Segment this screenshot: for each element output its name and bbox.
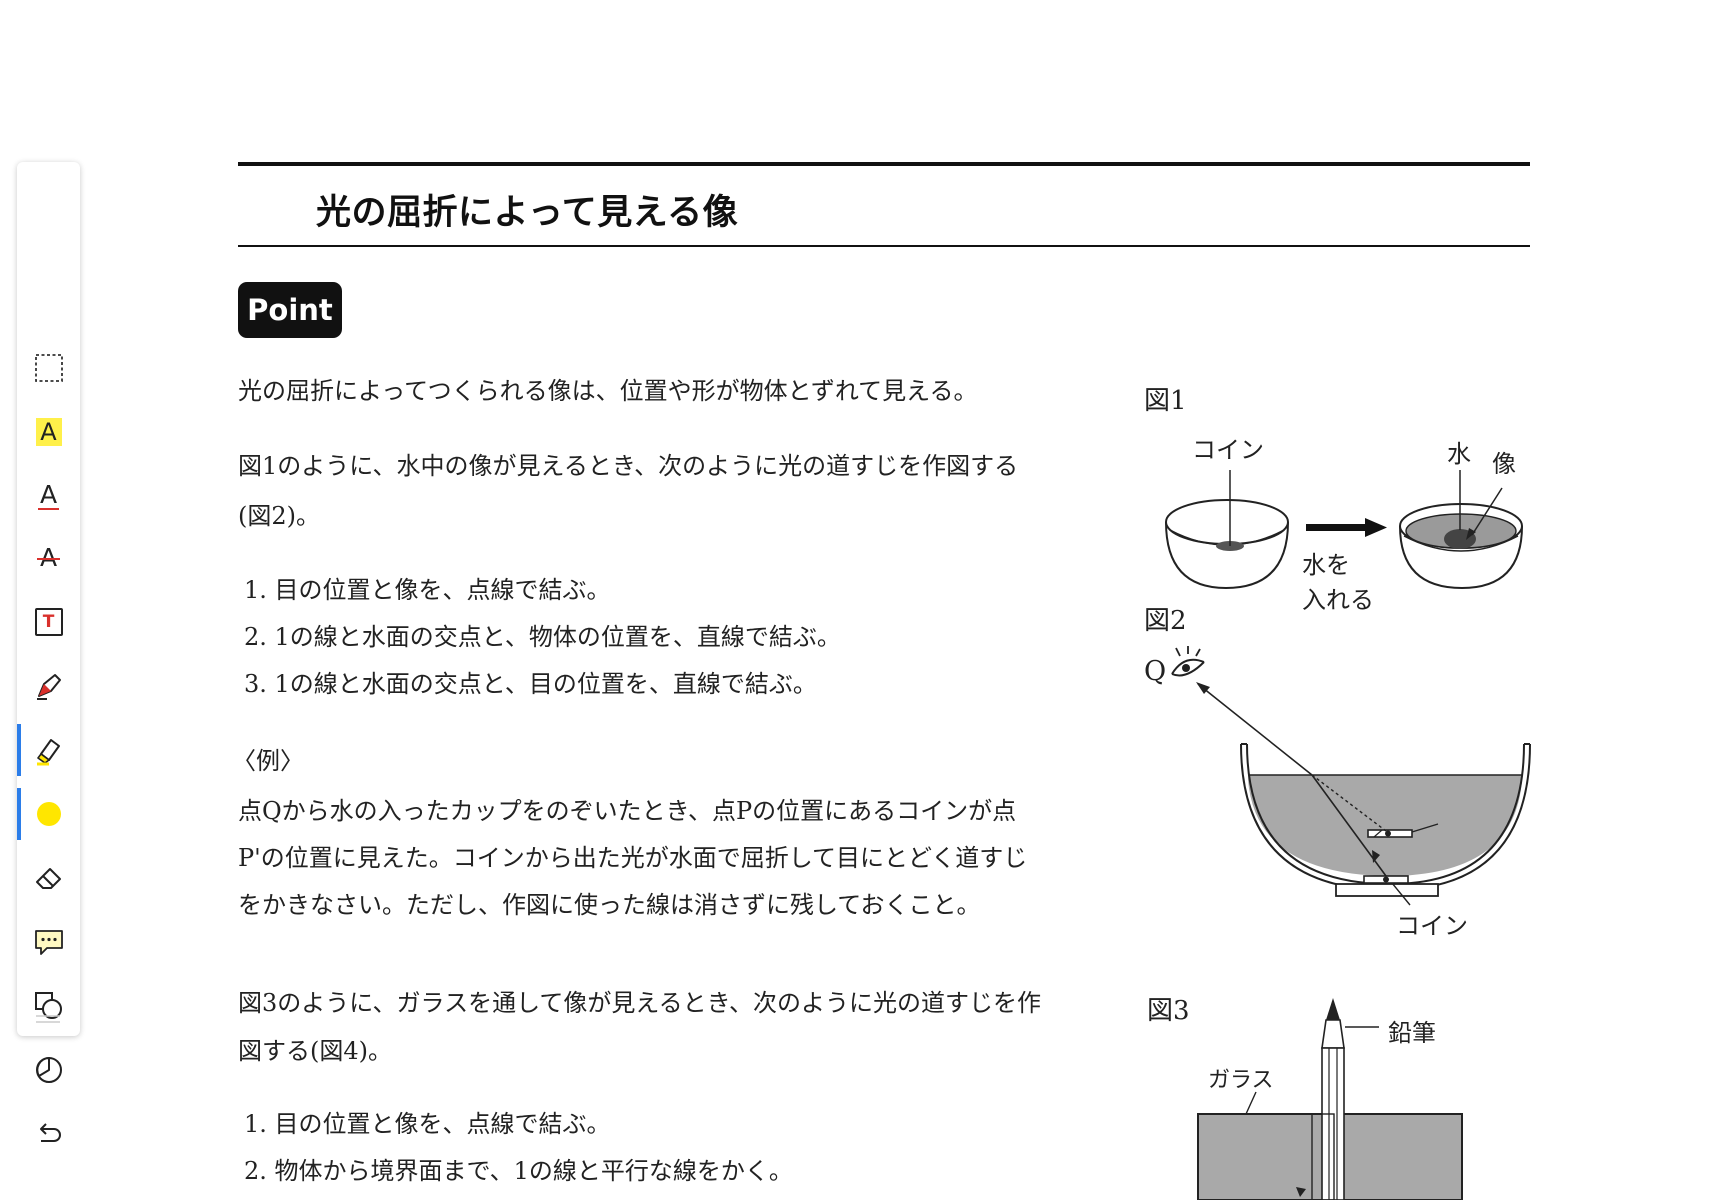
strike-letter: A [40,543,57,572]
text-strikethrough-tool[interactable]: A [17,532,80,584]
pencil-icon [1326,998,1340,1020]
undo-button[interactable] [17,1108,80,1160]
list-item: 1. 目の位置と像を、点線で結ぶ。 [244,576,611,604]
pen-tool[interactable] [17,660,80,712]
figure-1-arrow-text-2: 入れる [1302,586,1374,614]
page-title: 光の屈折によって見える像 [316,193,739,233]
title-bottom-rule [238,245,1530,247]
figure-3-drawing [1197,998,1463,1200]
comment-icon [34,930,63,955]
text-box-icon: T [34,608,63,636]
title-top-rule [238,162,1530,166]
figure-1-water-label: 水 [1447,440,1471,468]
steps-list-2: 1. 目の位置と像を、点線で結ぶ。 2. 物体から境界面まで、1の線と平行な線を… [244,1101,793,1195]
figure-2-label: 図2 [1144,606,1187,636]
example-line-2: P'の位置に見えた。コインから出た光が水面で屈折して目にとどく道すじ [238,844,1028,872]
figure-1-coin-label: コイン [1192,436,1264,464]
pen-icon [36,674,61,700]
undo-icon [39,1123,61,1142]
figure-3-glass-label: ガラス [1208,1068,1274,1093]
point-badge: Point [238,282,342,338]
figure-1-image-label: 像 [1492,450,1516,478]
paragraph-1-line-2: (図2)。 [238,502,320,530]
sticker-tool[interactable] [17,1044,80,1096]
text-underline-tool[interactable]: A [17,470,80,522]
figure-1-drawing [1165,470,1523,590]
example-label: 〈例〉 [232,747,304,775]
figure-2-eye-point-label: Q [1144,656,1167,687]
annotation-toolbar: A A A T [17,162,80,1142]
figure-3-pencil-label: 鉛筆 [1388,1019,1436,1047]
intro-text: 光の屈折によってつくられる像は、位置や形が物体とずれて見える。 [238,377,978,405]
list-item: 3. 1の線と水面の交点と、目の位置を、直線で結ぶ。 [244,670,817,698]
figure-1-label: 図1 [1144,386,1187,416]
underline-a-icon: A [37,480,60,510]
shapes-icon [34,992,62,1019]
yellow-color-swatch-icon [36,802,61,826]
list-item: 1. 目の位置と像を、点線で結ぶ。 [244,1110,611,1138]
text-box-tool[interactable]: T [17,596,80,648]
sticker-icon [35,1057,62,1083]
strikethrough-a-icon: A [36,543,61,572]
eraser-icon [35,868,61,889]
eraser-tool[interactable] [17,852,80,904]
example-line-3: をかきなさい。ただし、作図に使った線は消さずに残しておくこと。 [238,891,981,919]
list-item: 2. 1の線と水面の交点と、物体の位置を、直線で結ぶ。 [244,623,841,651]
shape-tool[interactable] [17,980,80,1032]
highlight-a-icon: A [35,418,62,446]
figure-3-label: 図3 [1147,996,1190,1026]
paragraph-1-line-1: 図1のように、水中の像が見えるとき、次のように光の道すじを作図する [238,452,1019,480]
highlighter-tool[interactable] [17,724,80,776]
steps-list-1: 1. 目の位置と像を、点線で結ぶ。 2. 1の線と水面の交点と、物体の位置を、直… [244,567,841,708]
toolbar-grip-icon[interactable] [36,1014,60,1024]
paragraph-2-line-1: 図3のように、ガラスを通して像が見えるとき、次のように光の道すじを作 [238,989,1041,1017]
highlighter-icon [36,739,60,766]
figure-2-coin-label: コイン [1396,912,1468,940]
list-item: 2. 物体から境界面まで、1の線と平行な線をかく。 [244,1157,793,1185]
figure-2-drawing [1171,646,1531,906]
text-highlight-tool[interactable]: A [17,406,80,458]
eye-icon [1171,658,1205,675]
color-picker[interactable] [17,788,80,840]
comment-tool[interactable] [17,916,80,968]
select-tool[interactable] [17,342,80,394]
figure-1-arrow-text-1: 水を [1302,551,1350,579]
marquee-select-icon [34,354,63,382]
example-line-1: 点Qから水の入ったカップをのぞいたとき、点Pの位置にあるコインが点 [238,797,1017,825]
paragraph-2-line-2: 図する(図4)。 [238,1037,392,1065]
